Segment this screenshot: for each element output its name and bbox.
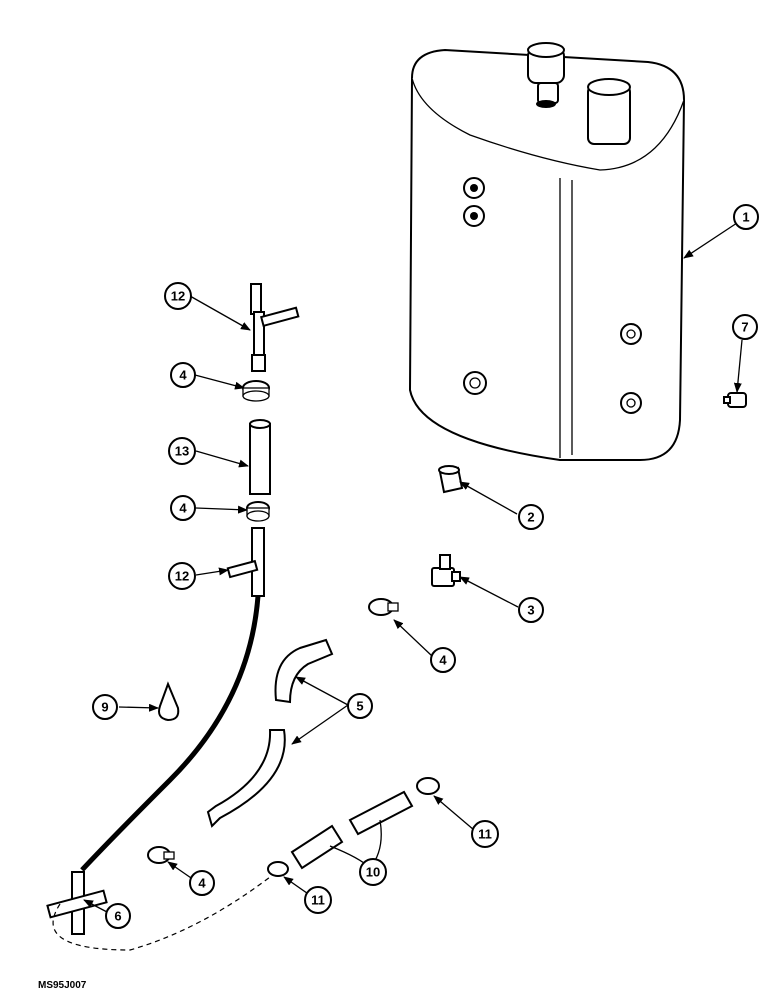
clamp-part-4-right [368,598,399,616]
reservoir-tank [408,42,686,461]
svg-text:9: 9 [101,700,108,715]
valve-part-3 [431,554,461,587]
clamp-part-11 [267,777,440,877]
callout-4-right: 4 [430,647,456,673]
callout-13: 13 [168,437,196,465]
callout-2: 2 [518,504,544,530]
clamp-part-4-bottom [147,846,175,864]
svg-text:4: 4 [439,653,447,668]
svg-text:11: 11 [478,827,492,842]
svg-text:1: 1 [742,210,749,225]
callout-11-right: 11 [471,820,499,848]
clamp-part-4-mid [246,501,270,522]
tee-part-12-bottom [226,527,265,597]
callout-10: 10 [359,858,387,886]
callout-4-bottom: 4 [189,870,215,896]
tank-port-fittings [463,177,642,414]
svg-text:4: 4 [179,501,187,516]
clip-part-9 [158,681,180,722]
dashed-connection [52,876,271,951]
cross-fitting-part-6 [46,871,108,935]
svg-text:5: 5 [356,699,363,714]
callout-3: 3 [518,597,544,623]
tee-part-12-top [250,283,300,372]
svg-text:10: 10 [366,865,380,880]
tank-neck [587,78,631,145]
callout-11-left: 11 [304,886,332,914]
svg-text:4: 4 [179,368,187,383]
callout-7: 7 [732,314,758,340]
svg-text:3: 3 [527,603,534,618]
leader-lines [83,220,743,913]
callout-12-top: 12 [164,282,192,310]
callout-9: 9 [92,694,118,720]
plug-part-7 [723,392,747,408]
svg-text:13: 13 [175,444,189,459]
svg-text:4: 4 [198,876,206,891]
tube-part-13 [249,419,271,495]
callout-4-top: 4 [170,362,196,388]
svg-text:11: 11 [311,893,325,908]
svg-text:2: 2 [527,510,534,525]
callout-5: 5 [347,693,373,719]
svg-text:12: 12 [175,569,189,584]
callout-1: 1 [733,204,759,230]
svg-text:6: 6 [114,909,121,924]
svg-text:12: 12 [171,289,185,304]
tube-part-10 [290,790,414,870]
figure-id: MS95J007 [38,980,87,991]
clamp-part-4-top [242,380,270,402]
hose-line [80,595,261,872]
callout-12-bottom: 12 [168,562,196,590]
hose-part-5 [206,638,334,828]
fitting-part-2 [438,465,464,494]
svg-text:7: 7 [741,320,748,335]
filler-cap [527,42,565,108]
callout-4-mid: 4 [170,495,196,521]
callout-6: 6 [105,903,131,929]
